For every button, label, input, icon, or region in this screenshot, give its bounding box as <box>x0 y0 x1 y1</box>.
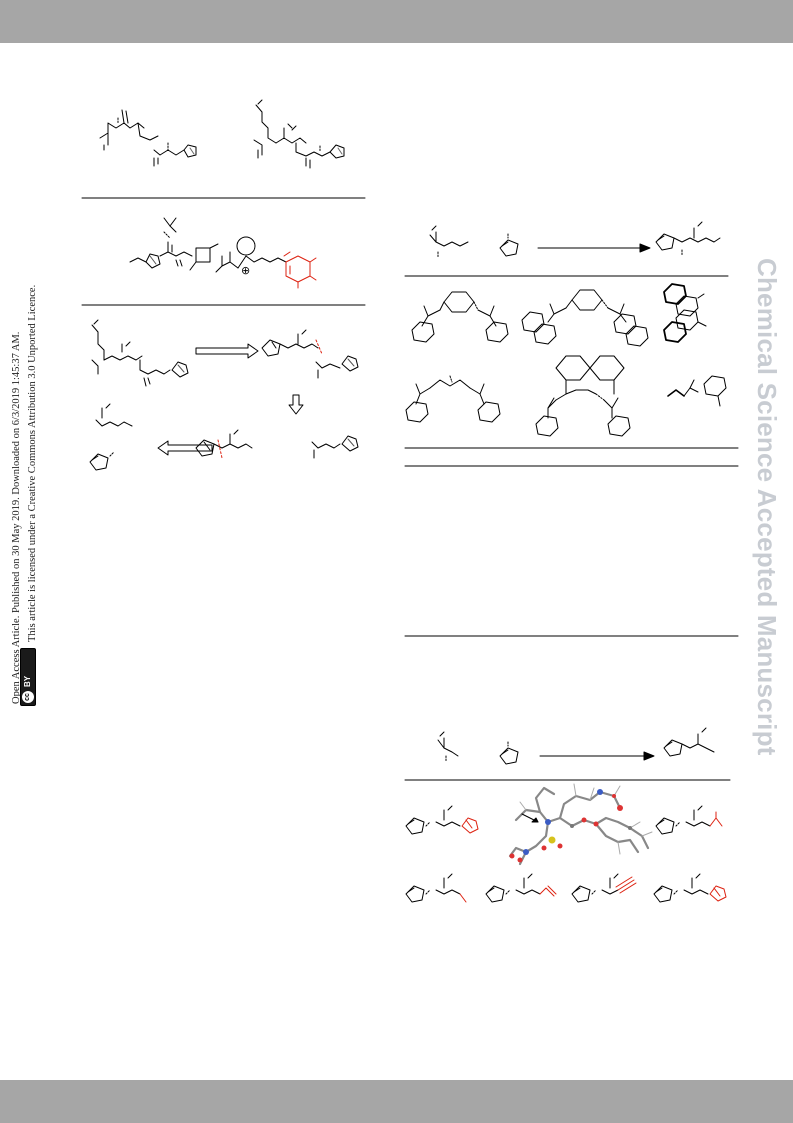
structure-group-1 <box>99 99 345 169</box>
reaction-scheme-2 <box>437 727 715 765</box>
structure-group-2: ⊕ <box>129 217 317 289</box>
reaction-scheme-1 <box>429 221 721 259</box>
ligand-structures <box>405 283 727 437</box>
footer-band <box>0 1080 793 1123</box>
header-band <box>0 0 793 43</box>
product-structures <box>405 783 727 903</box>
retrosynthesis-scheme <box>89 319 359 471</box>
charge-label: ⊕ <box>241 264 250 277</box>
crystal-structure <box>508 783 653 866</box>
